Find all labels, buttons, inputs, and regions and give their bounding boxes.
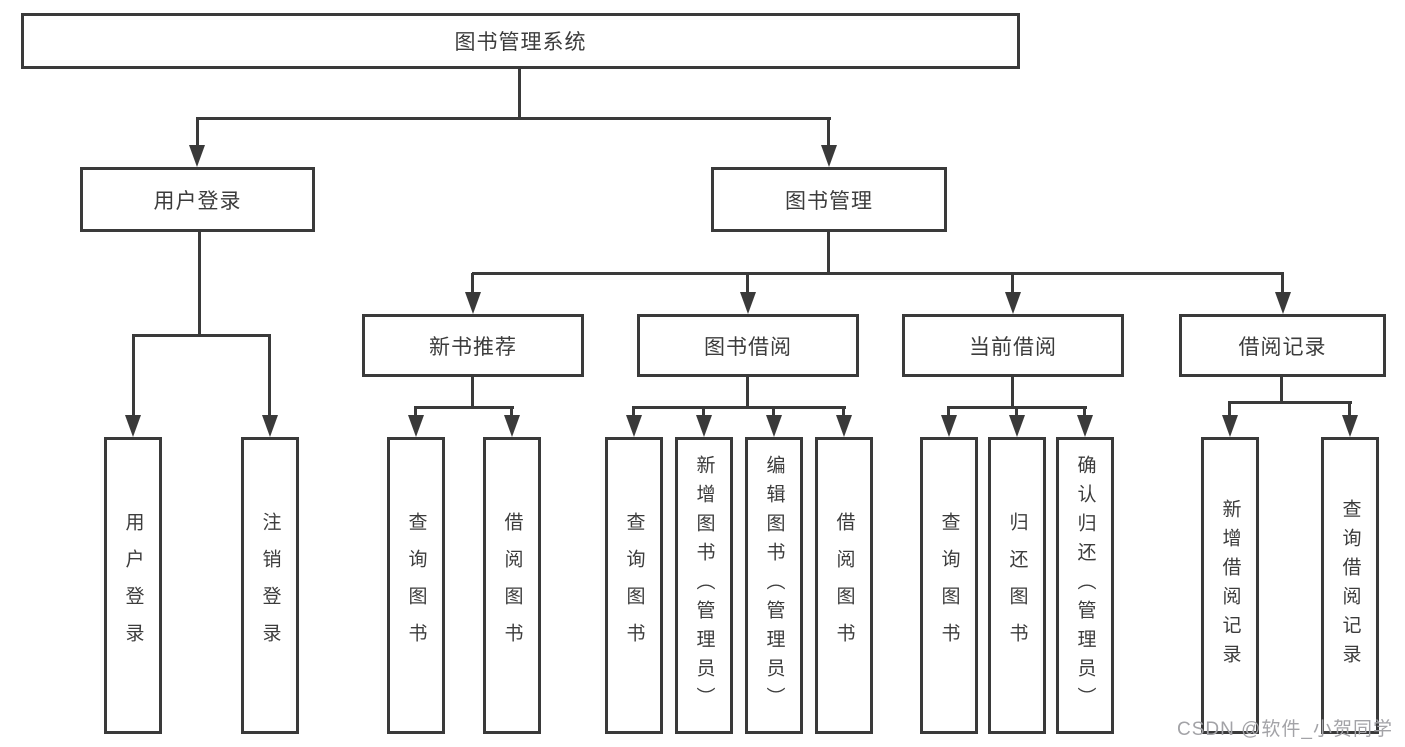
arrowhead-down-icon xyxy=(504,415,520,437)
connector-line xyxy=(1228,401,1352,404)
arrowhead-down-icon xyxy=(740,292,756,314)
leaf-label: 查询图书 xyxy=(405,511,427,660)
leaf-user-login: 用户登录 xyxy=(104,437,162,734)
arrowhead-down-icon xyxy=(836,415,852,437)
csdn-watermark: CSDN @软件_小贺同学 xyxy=(1177,719,1393,740)
arrowhead-down-icon xyxy=(465,292,481,314)
node-user-login-label: 用户登录 xyxy=(153,189,242,213)
connector-line xyxy=(1348,402,1351,418)
leaf-borrow-books: 借阅图书 xyxy=(815,437,873,734)
arrowhead-down-icon xyxy=(1275,292,1291,314)
connector-line xyxy=(1228,402,1231,418)
connector-line xyxy=(198,232,201,336)
node-new-book-recommend: 新书推荐 xyxy=(362,314,584,377)
connector-line xyxy=(268,335,271,417)
node-borrow-records: 借阅记录 xyxy=(1179,314,1386,377)
connector-line xyxy=(702,407,705,419)
leaf-query-books-recommend: 查询图书 xyxy=(387,437,445,734)
node-new-book-recommend-label: 新书推荐 xyxy=(429,335,517,359)
connector-line xyxy=(471,273,474,296)
connector-line xyxy=(472,272,1284,275)
connector-line xyxy=(1280,377,1283,404)
connector-line xyxy=(414,406,514,409)
node-book-borrow-label: 图书借阅 xyxy=(704,335,792,359)
leaf-borrow-books-recommend: 借阅图书 xyxy=(483,437,541,734)
connector-line xyxy=(196,117,831,120)
connector-line xyxy=(827,232,830,273)
connector-line xyxy=(1011,377,1014,408)
arrowhead-down-icon xyxy=(125,415,141,437)
leaf-query-books-current: 查询图书 xyxy=(920,437,978,734)
leaf-query-books-borrow: 查询图书 xyxy=(605,437,663,734)
connector-line xyxy=(132,334,271,337)
leaf-user-login-label: 用户登录 xyxy=(122,511,144,660)
arrowhead-down-icon xyxy=(189,145,205,167)
arrowhead-down-icon xyxy=(408,415,424,437)
leaf-return-books: 归还图书 xyxy=(988,437,1046,734)
node-current-borrow: 当前借阅 xyxy=(902,314,1124,377)
arrowhead-down-icon xyxy=(696,415,712,437)
leaf-label: 新增借阅记录 xyxy=(1219,498,1241,673)
connector-line xyxy=(1083,407,1086,419)
connector-line xyxy=(746,273,749,296)
connector-line xyxy=(947,407,950,419)
connector-line xyxy=(1015,407,1018,419)
node-book-mgmt-label: 图书管理 xyxy=(785,189,873,213)
connector-line xyxy=(471,377,474,408)
leaf-label: 编辑图书（管理员） xyxy=(763,455,785,716)
arrowhead-down-icon xyxy=(1005,292,1021,314)
connector-line xyxy=(518,69,521,119)
arrowhead-down-icon xyxy=(941,415,957,437)
leaf-query-borrow-record: 查询借阅记录 xyxy=(1321,437,1379,734)
arrowhead-down-icon xyxy=(1342,415,1358,437)
leaf-label: 归还图书 xyxy=(1006,511,1028,660)
leaf-label: 查询图书 xyxy=(938,511,960,660)
node-user-login: 用户登录 xyxy=(80,167,315,232)
leaf-logout-label: 注销登录 xyxy=(259,511,281,660)
node-book-borrow: 图书借阅 xyxy=(637,314,859,377)
leaf-logout: 注销登录 xyxy=(241,437,299,734)
leaf-edit-books-admin: 编辑图书（管理员） xyxy=(745,437,803,734)
leaf-label: 查询借阅记录 xyxy=(1339,498,1361,673)
connector-line xyxy=(196,118,199,148)
node-book-mgmt: 图书管理 xyxy=(711,167,947,232)
connector-line xyxy=(1281,273,1284,296)
arrowhead-down-icon xyxy=(1222,415,1238,437)
leaf-confirm-return-admin: 确认归还（管理员） xyxy=(1056,437,1114,734)
connector-line xyxy=(414,407,417,419)
leaf-label: 查询图书 xyxy=(623,511,645,660)
arrowhead-down-icon xyxy=(262,415,278,437)
connector-line xyxy=(827,118,830,148)
connector-line xyxy=(1011,273,1014,296)
connector-line xyxy=(132,335,135,417)
leaf-label: 新增图书（管理员） xyxy=(693,455,715,716)
leaf-add-borrow-record: 新增借阅记录 xyxy=(1201,437,1259,734)
arrowhead-down-icon xyxy=(1009,415,1025,437)
arrowhead-down-icon xyxy=(626,415,642,437)
leaf-add-books-admin: 新增图书（管理员） xyxy=(675,437,733,734)
node-current-borrow-label: 当前借阅 xyxy=(969,335,1057,359)
connector-line xyxy=(632,407,635,419)
leaf-label: 借阅图书 xyxy=(501,511,523,660)
leaf-label: 确认归还（管理员） xyxy=(1074,455,1096,716)
connector-line xyxy=(632,406,846,409)
connector-line xyxy=(746,377,749,408)
node-borrow-records-label: 借阅记录 xyxy=(1238,335,1327,359)
connector-line xyxy=(510,407,513,419)
connector-line xyxy=(772,407,775,419)
node-root-label: 图书管理系统 xyxy=(454,31,587,54)
connector-line xyxy=(842,407,845,419)
arrowhead-down-icon xyxy=(821,145,837,167)
node-root: 图书管理系统 xyxy=(21,13,1020,69)
leaf-label: 借阅图书 xyxy=(833,511,855,660)
arrowhead-down-icon xyxy=(766,415,782,437)
arrowhead-down-icon xyxy=(1077,415,1093,437)
